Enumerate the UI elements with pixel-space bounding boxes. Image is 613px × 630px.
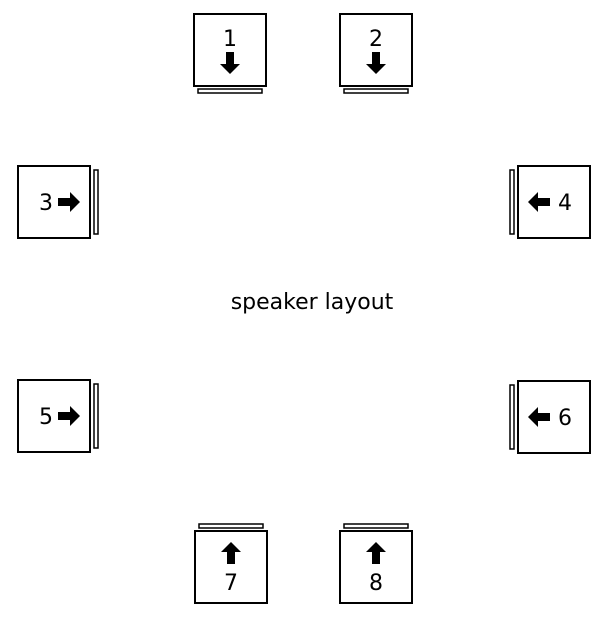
speaker-7: 7	[194, 523, 268, 604]
speaker-3: 3	[17, 165, 99, 239]
speaker-8-label: 8	[369, 571, 383, 596]
diagram-title: speaker layout	[231, 290, 394, 315]
arrow-left-icon	[528, 407, 550, 427]
speaker-group: 1 2 3 4 5 6 7 8	[17, 13, 591, 604]
speaker-4-label: 4	[558, 191, 572, 216]
speaker-5: 5	[17, 379, 99, 453]
arrow-down-icon	[220, 52, 240, 74]
arrow-left-icon	[528, 192, 550, 212]
speaker-8: 8	[339, 523, 413, 604]
speaker-7-grille	[198, 523, 264, 529]
arrow-up-icon	[221, 542, 241, 564]
speaker-5-grille	[93, 383, 99, 449]
speaker-5-label: 5	[39, 405, 53, 430]
arrow-up-icon	[366, 542, 386, 564]
speaker-1-label: 1	[223, 27, 237, 52]
speaker-1: 1	[193, 13, 267, 94]
speaker-2-grille	[343, 88, 409, 94]
arrow-right-icon	[58, 192, 80, 212]
arrow-down-icon	[366, 52, 386, 74]
speaker-8-grille	[343, 523, 409, 529]
speaker-6: 6	[509, 380, 591, 454]
speaker-6-grille	[509, 384, 515, 450]
speaker-6-label: 6	[558, 406, 572, 431]
speaker-2-box	[339, 13, 413, 87]
speaker-2-label: 2	[369, 27, 383, 52]
speaker-4: 4	[509, 165, 591, 239]
speaker-3-label: 3	[39, 191, 53, 216]
arrow-right-icon	[58, 406, 80, 426]
speaker-1-grille	[197, 88, 263, 94]
speaker-4-grille	[509, 169, 515, 235]
speaker-2: 2	[339, 13, 413, 94]
speaker-7-box	[194, 530, 268, 604]
speaker-3-grille	[93, 169, 99, 235]
speaker-7-label: 7	[224, 571, 238, 596]
